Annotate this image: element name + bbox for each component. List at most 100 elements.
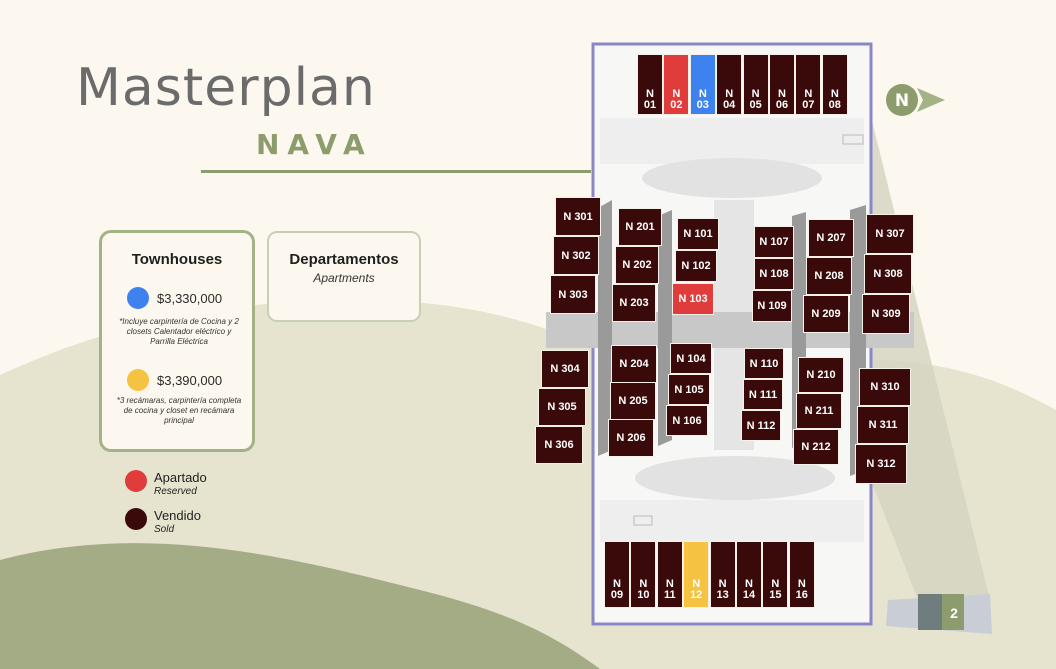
apartment-unit[interactable]: N 307 [866,214,914,254]
lot-label-number: 02 [670,98,683,111]
townhouses-title: Townhouses [131,251,223,268]
unit-label: N 107 [759,236,789,248]
apartment-unit[interactable]: N 112 [741,410,781,441]
unit-label: N 309 [871,308,901,320]
unit-label: N 110 [749,357,779,370]
apartment-unit[interactable]: N 201 [618,208,662,246]
apartment-unit[interactable]: N 309 [862,294,910,334]
apartment-unit[interactable]: N 303 [550,275,596,314]
apartment-unit[interactable]: N 305 [538,388,586,426]
sold-color-swatch [125,508,147,530]
apartment-unit[interactable]: N 301 [555,197,601,236]
unit-label: N 205 [618,395,648,407]
apartment-unit[interactable]: N 110 [744,348,784,379]
apartments-title: Departamentos [289,251,399,268]
apartment-unit[interactable]: N 106 [666,405,708,436]
apartment-unit[interactable]: N 205 [610,382,656,420]
unit-label: N 304 [550,363,580,375]
apartment-unit[interactable]: N 103 [672,283,714,315]
apartment-unit[interactable]: N 310 [859,368,911,406]
townhouse-b-note: *3 recámaras, carpintería completa de co… [116,396,242,425]
lot-label-prefix: N [725,87,734,100]
apartment-unit[interactable]: N 107 [754,226,794,258]
unit-label: N 111 [748,388,778,401]
lot-label-prefix: N [771,577,780,590]
apartment-unit[interactable]: N 204 [611,345,657,383]
lot-label-number: 05 [749,98,762,111]
apartment-unit[interactable]: N 109 [752,290,792,322]
apartment-unit[interactable]: N 311 [857,406,909,444]
lot-label-number: 10 [637,588,650,601]
apartment-unit[interactable]: N 202 [615,246,659,284]
sold-sublabel: Sold [154,524,175,535]
lot-label-number: 01 [643,98,657,111]
lot-label-prefix: N [718,577,727,590]
unit-label: N 310 [870,381,900,393]
apartment-unit[interactable]: N 101 [677,218,719,250]
apartment-unit[interactable]: N 211 [796,393,842,429]
townhouse-a-color-swatch [127,287,149,309]
unit-label: N 306 [544,439,574,451]
lot-label-number: 09 [610,588,624,601]
apartment-unit[interactable]: N 102 [675,250,717,282]
apartment-unit[interactable]: N 306 [535,426,583,464]
apartment-unit[interactable]: N 312 [855,444,907,484]
apartment-unit[interactable]: N 308 [864,254,912,294]
apartment-unit[interactable]: N 209 [803,295,849,333]
unit-label: N 301 [563,210,593,223]
page-subtitle: NAVA [256,128,373,161]
apartment-unit[interactable]: N 203 [612,284,656,322]
apartment-unit[interactable]: N 207 [808,219,854,257]
lot-label-number: 16 [795,588,808,601]
apartment-unit[interactable]: N 212 [793,429,839,465]
unit-label: N 307 [875,228,905,240]
title-divider [201,170,591,173]
apartment-unit[interactable]: N 105 [668,374,710,405]
lot-label-number: 15 [769,588,782,601]
unit-label: N 305 [547,401,577,413]
apartment-unit[interactable]: N 206 [608,419,654,457]
unit-label: N 109 [757,300,787,312]
townhouses-legend-card: Townhouses $3,330,000 *Incluye carpinter… [99,230,255,452]
townhouse-a-price: $3,330,000 [157,291,223,306]
sold-label: Vendido [154,508,201,523]
apartments-subtitle: Apartments [313,271,375,285]
apartment-unit[interactable]: N 304 [541,350,589,388]
apartment-unit[interactable]: N 104 [670,343,712,374]
apartment-unit[interactable]: N 208 [806,257,852,295]
unit-label: N 108 [759,268,789,280]
lot-label-number: 07 [802,98,815,111]
page-title: Masterplan [76,58,376,118]
apartment-unit[interactable]: N 210 [798,357,844,393]
apartment-unit[interactable]: N 302 [553,236,599,275]
unit-label: N 212 [801,441,831,453]
apartment-unit[interactable]: N 108 [754,258,794,290]
townhouse-b-price: $3,390,000 [157,373,223,388]
reserved-label: Apartado [154,470,207,485]
lot-label-number: 06 [775,98,789,111]
lot-label-number: 12 [690,588,703,601]
unit-label: N 101 [683,228,713,240]
north-compass-icon: N [886,84,945,116]
unit-label: N 312 [866,458,896,470]
apartment-unit[interactable]: N 111 [743,379,783,410]
lot-label-prefix: N [745,577,753,590]
lot-label-prefix: N [613,577,621,590]
